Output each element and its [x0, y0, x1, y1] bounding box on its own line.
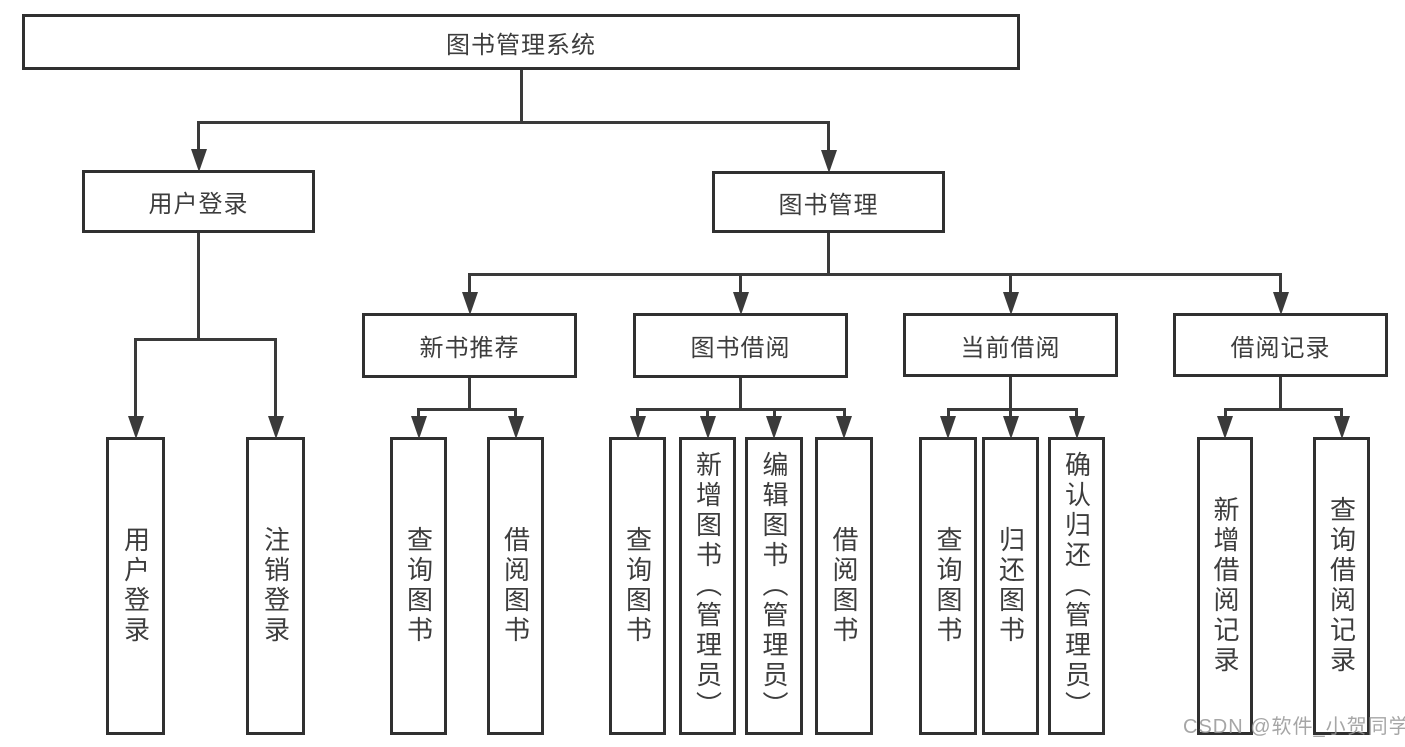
connector-stem-book-mgmt [827, 232, 830, 275]
arrow-down-icon [1333, 416, 1350, 439]
connector-drop-book-borrow-2 [772, 408, 776, 423]
connector-stem-current-borrow [1009, 376, 1012, 410]
connector-stem-new-book-rec [468, 377, 471, 410]
arrow-down-icon [507, 416, 524, 439]
node-new-book-rec: 新书推荐 [362, 313, 577, 378]
connector-bar-new-book-rec [417, 408, 517, 411]
node-user-login: 用户登录 [82, 170, 315, 233]
connector-stem-root [519, 69, 523, 123]
connector-drop-book-mgmt-2 [1009, 273, 1012, 299]
arrow-down-icon [461, 292, 478, 315]
connector-drop-root-0 [197, 121, 200, 156]
arrow-down-icon [940, 416, 956, 439]
node-logout-leaf: 注销登录 [246, 437, 305, 735]
connector-drop-book-borrow-0 [636, 408, 639, 423]
node-bb-query: 查询图书 [609, 437, 666, 735]
connector-drop-borrow-record-1 [1340, 408, 1343, 423]
node-cb-query: 查询图书 [919, 437, 977, 735]
connector-drop-current-borrow-1 [1009, 408, 1012, 423]
node-cb-return: 归还图书 [982, 437, 1039, 735]
arrow-down-icon [1068, 416, 1085, 439]
connector-drop-new-book-rec-1 [514, 408, 517, 423]
arrow-down-icon [1002, 292, 1019, 315]
connector-stem-borrow-record [1279, 376, 1282, 410]
node-br-add: 新增借阅记录 [1197, 437, 1253, 735]
arrow-down-icon [766, 416, 782, 439]
connector-bar-borrow-record [1223, 408, 1343, 411]
arrow-down-icon [629, 416, 646, 439]
node-login-leaf: 用户登录 [106, 437, 165, 735]
connector-bar-user-login [134, 338, 277, 341]
node-book-mgmt: 图书管理 [712, 171, 945, 233]
node-nbr-query: 查询图书 [390, 437, 447, 735]
watermark: CSDN @软件_小贺同学 [1183, 716, 1405, 738]
connector-drop-book-borrow-3 [842, 408, 846, 423]
connector-bar-current-borrow [946, 408, 1078, 411]
arrow-down-icon [836, 416, 852, 439]
node-bb-add: 新增图书（管理员） [679, 437, 736, 735]
arrow-down-icon [1217, 416, 1233, 439]
node-book-borrow: 图书借阅 [633, 313, 848, 378]
connector-drop-current-borrow-0 [946, 408, 950, 423]
arrow-down-icon [732, 292, 749, 315]
connector-drop-user-login-1 [274, 338, 277, 423]
node-bb-borrow: 借阅图书 [815, 437, 873, 735]
connector-bar-book-mgmt [468, 273, 1282, 276]
connector-drop-book-borrow-1 [706, 408, 709, 423]
connector-drop-book-mgmt-3 [1279, 273, 1282, 299]
connector-drop-book-mgmt-1 [739, 273, 742, 299]
node-current-borrow: 当前借阅 [903, 313, 1118, 377]
node-bb-edit: 编辑图书（管理员） [745, 437, 803, 735]
connector-drop-new-book-rec-0 [417, 408, 420, 423]
node-cb-confirm: 确认归还（管理员） [1048, 437, 1105, 735]
connector-drop-book-mgmt-0 [468, 273, 471, 299]
connector-bar-root [197, 121, 830, 124]
arrow-down-icon [1272, 292, 1289, 315]
node-nbr-borrow: 借阅图书 [487, 437, 544, 735]
connector-bar-book-borrow [636, 408, 846, 411]
node-br-query: 查询借阅记录 [1313, 437, 1370, 735]
arrow-down-icon [1002, 416, 1019, 439]
connector-stem-book-borrow [739, 377, 742, 410]
connector-drop-current-borrow-2 [1075, 408, 1078, 423]
arrow-down-icon [820, 150, 837, 173]
arrow-down-icon [699, 416, 716, 439]
node-borrow-record: 借阅记录 [1173, 313, 1388, 377]
arrow-down-icon [267, 416, 284, 439]
arrow-down-icon [127, 416, 144, 439]
connector-stem-user-login [197, 232, 200, 340]
connector-drop-user-login-0 [134, 338, 137, 423]
arrow-down-icon [190, 149, 207, 172]
arrow-down-icon [410, 416, 427, 439]
connector-drop-root-1 [827, 121, 830, 157]
connector-drop-borrow-record-0 [1223, 408, 1227, 423]
node-root: 图书管理系统 [22, 14, 1020, 70]
